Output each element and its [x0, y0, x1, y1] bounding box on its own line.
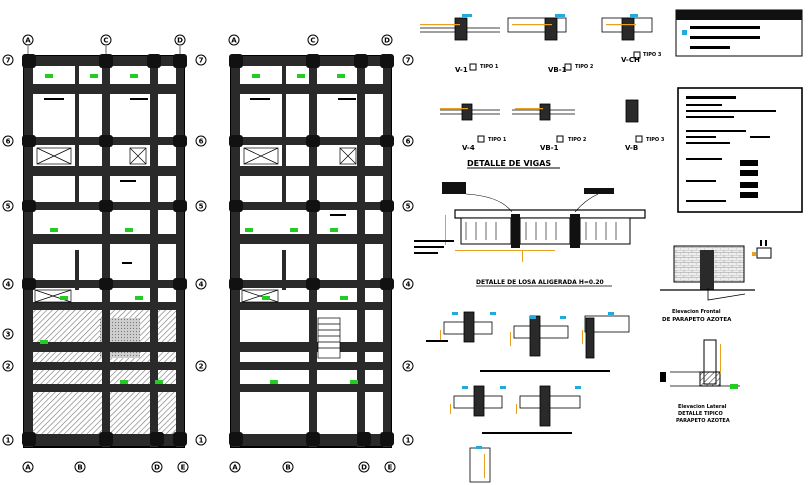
- axis-label: E: [388, 464, 393, 472]
- row-bubbles-left: 7 6 5 4 3 2 1: [2, 54, 14, 446]
- beam-sections: V-1 TIPO 1 VB-1 TIPO 2 V-CH TIPO 3 V-4 T…: [420, 14, 665, 169]
- floor-plan-right: A C D A B D E 7 6 5 4 2 1: [228, 34, 414, 473]
- floor-plan-left: A C D A B D E 7 6 5 4 3 2 1: [2, 34, 207, 473]
- beam-tag: V-4: [462, 144, 475, 152]
- beam-tipo: TIPO 2: [568, 137, 587, 143]
- beam-tag: V-B: [625, 144, 638, 152]
- slab-detail-title: DETALLE DE LOSA ALIGERADA H=0.20: [476, 279, 604, 286]
- row-label: 7: [6, 57, 11, 65]
- row-label: 6: [406, 138, 411, 146]
- row-label: 1: [6, 437, 11, 445]
- axis-label: D: [177, 37, 183, 45]
- parapet-front-elevation: Elevacion Frontal DE PARAPETO AZOTEA: [660, 240, 772, 323]
- beam-tag: V-CH: [621, 56, 640, 64]
- slab-detail: DETALLE DE LOSA ALIGERADA H=0.20: [414, 182, 646, 287]
- beam-tipo: TIPO 3: [643, 52, 662, 58]
- axis-label: C: [310, 37, 315, 45]
- axis-label: E: [181, 464, 186, 472]
- row-label: 1: [199, 437, 204, 445]
- row-label: 7: [406, 57, 411, 65]
- joint-details: [426, 311, 630, 483]
- axis-label: D: [361, 464, 367, 472]
- axis-label: A: [232, 464, 238, 472]
- beam-tipo: TIPO 3: [646, 137, 665, 143]
- axis-label: A: [231, 37, 237, 45]
- axis-bubbles-top-left: A C D: [22, 34, 186, 55]
- row-label: 4: [406, 281, 411, 289]
- row-label: 2: [199, 363, 204, 371]
- parapet-front-subtitle: DE PARAPETO AZOTEA: [662, 317, 732, 323]
- beam-tag: VB-1: [540, 144, 559, 152]
- parapet-front-title: Elevacion Frontal: [672, 309, 721, 315]
- beam-tipo: TIPO 1: [480, 64, 499, 70]
- row-label: 6: [6, 138, 11, 146]
- row-label: 4: [6, 281, 11, 289]
- parapet-side-elevation: Elevacion Lateral DETALLE TIPICO PARAPET…: [660, 339, 740, 424]
- beam-tag: VB-1: [548, 66, 567, 74]
- row-bubbles-right: 7 6 5 4 2 1: [195, 54, 207, 446]
- row-label: 6: [199, 138, 204, 146]
- row-label: 2: [6, 363, 11, 371]
- beam-tipo: TIPO 1: [488, 137, 507, 143]
- axis-bubbles-top-right: A C D: [228, 34, 393, 46]
- axis-label: B: [285, 464, 290, 472]
- notes-tables: [675, 9, 803, 213]
- row-label: 7: [199, 57, 204, 65]
- axis-bubbles-bottom-left: A B D E: [22, 461, 189, 473]
- row-label: 5: [6, 203, 11, 211]
- row-label: 5: [199, 203, 204, 211]
- parapet-side-subtitle: DETALLE TIPICO: [678, 411, 723, 417]
- parapet-side-title: Elevacion Lateral: [678, 404, 727, 410]
- axis-label: C: [103, 37, 108, 45]
- axis-label: A: [25, 464, 31, 472]
- beam-detail-title: DETALLE DE VIGAS: [467, 159, 551, 168]
- beam-tag: V-1: [455, 66, 468, 74]
- row-label: 4: [199, 281, 204, 289]
- axis-label: D: [384, 37, 390, 45]
- row-bubbles-right-plan: 7 6 5 4 2 1: [402, 54, 414, 446]
- row-label: 3: [6, 331, 11, 339]
- axis-bubbles-bottom-right: A B D E: [229, 461, 396, 473]
- row-label: 5: [406, 203, 411, 211]
- beam-tipo: TIPO 2: [575, 64, 594, 70]
- axis-label: D: [154, 464, 160, 472]
- row-label: 2: [406, 363, 411, 371]
- parapet-side-subtitle: PARAPETO AZOTEA: [676, 418, 730, 424]
- axis-label: B: [77, 464, 82, 472]
- axis-label: A: [25, 37, 31, 45]
- row-label: 1: [406, 437, 411, 445]
